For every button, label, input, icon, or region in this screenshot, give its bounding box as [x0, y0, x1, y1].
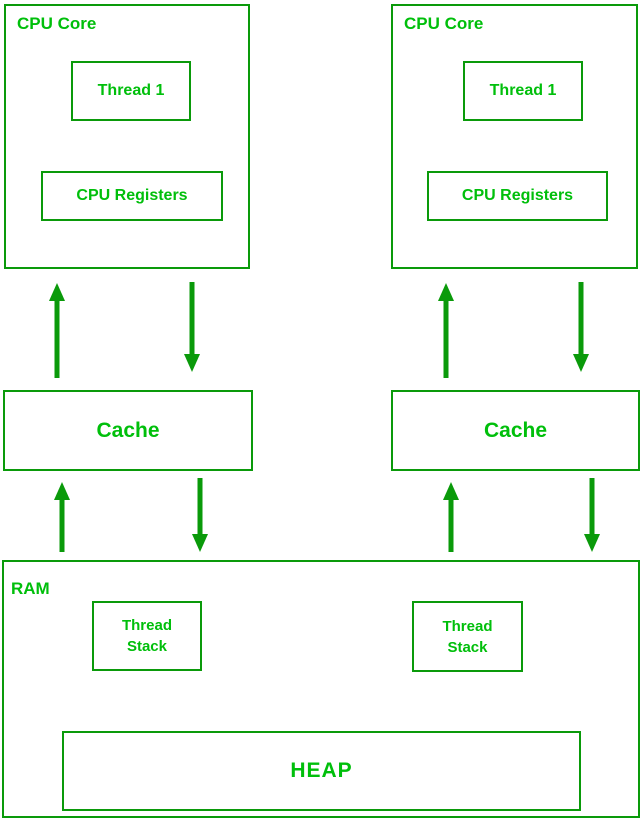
thread-left-label: Thread 1: [97, 82, 165, 99]
thread-right-label: Thread 1: [489, 82, 557, 99]
cpu-core-right-label: CPU Core: [404, 14, 484, 33]
arrow-core-to-cache-left-down: [184, 282, 200, 372]
thread-box-right: Thread 1: [463, 61, 583, 121]
cache-box-right: Cache: [391, 390, 640, 471]
cpu-registers-right-label: CPU Registers: [461, 187, 574, 204]
thread-stack-right-label: Thread Stack: [442, 617, 493, 656]
arrow-cache-to-ram-right-down: [584, 478, 600, 552]
cpu-core-box-left: CPU Core Thread 1 CPU Registers: [4, 4, 250, 269]
arrow-ram-to-cache-left-up: [54, 482, 70, 552]
cpu-registers-box-right: CPU Registers: [427, 171, 608, 221]
cache-right-label: Cache: [483, 418, 548, 442]
ram-label: RAM: [11, 579, 50, 598]
thread-stack-box-left: Thread Stack: [92, 601, 202, 671]
thread-box-left: Thread 1: [71, 61, 191, 121]
cpu-registers-box-left: CPU Registers: [41, 171, 223, 221]
thread-stack-left-label: Thread Stack: [121, 617, 172, 655]
cpu-registers-left-label: CPU Registers: [76, 187, 188, 204]
arrow-ram-to-cache-right-up: [443, 482, 459, 552]
heap-box: HEAP: [62, 731, 581, 811]
cpu-core-box-right: CPU Core Thread 1 CPU Registers: [391, 4, 638, 269]
ram-box: RAM Thread Stack Thread Stack HEAP: [2, 560, 640, 818]
heap-label: HEAP: [290, 759, 353, 782]
cache-left-label: Cache: [96, 418, 160, 442]
thread-stack-box-right: Thread Stack: [412, 601, 523, 672]
arrow-core-to-cache-right-down: [573, 282, 589, 372]
arrow-cache-to-core-left-up: [49, 283, 65, 378]
cache-box-left: Cache: [3, 390, 253, 471]
cpu-core-left-label: CPU Core: [17, 14, 97, 33]
arrow-cache-to-core-right-up: [438, 283, 454, 378]
arrow-cache-to-ram-left-down: [192, 478, 208, 552]
